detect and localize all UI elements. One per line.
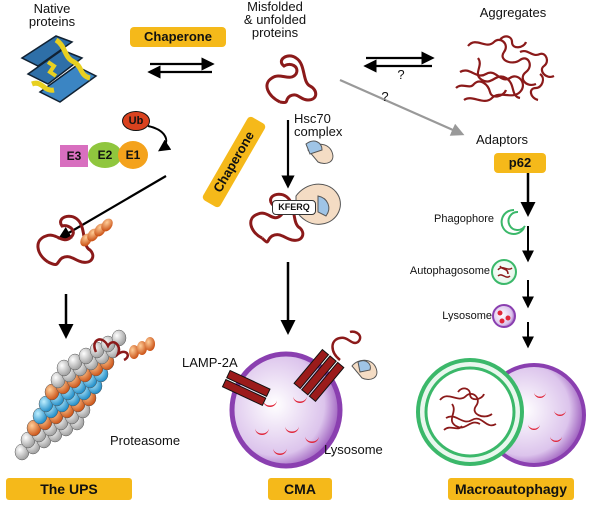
hsc70-icon — [305, 140, 334, 165]
proteasome-icon — [14, 329, 155, 461]
tag-kferq: KFERQ — [272, 200, 316, 215]
label-aggregates: Aggregates — [479, 5, 547, 20]
tag-p62: p62 — [494, 153, 546, 173]
footer-cma: CMA — [268, 478, 332, 500]
equilibrium-arrows-native — [147, 57, 215, 79]
footer-macroautophagy: Macroautophagy — [448, 478, 574, 500]
label-question-2: ? — [381, 89, 389, 104]
label-native-proteins: Native proteins — [28, 1, 76, 29]
ubiquitin-icon: Ub — [122, 111, 150, 131]
label-phagophore: Phagophore — [434, 213, 494, 225]
label-adaptors: Adaptors — [476, 132, 529, 147]
phagophore-icon — [500, 208, 526, 235]
tag-chaperone: Chaperone — [130, 27, 226, 47]
small-lysosome-icon — [492, 304, 516, 328]
enzyme-e1: E1 — [118, 141, 148, 169]
autophagosome-icon — [491, 259, 517, 285]
equilibrium-arrows-aggregates — [363, 51, 435, 73]
label-misfolded-proteins: Misfolded & unfolded proteins — [243, 0, 307, 40]
label-proteasome: Proteasome — [110, 433, 181, 448]
enzyme-e2: E2 — [88, 142, 122, 168]
label-lysosome-small: Lysosome — [442, 310, 492, 322]
label-question-1: ? — [397, 67, 405, 82]
enzyme-e3: E3 — [60, 145, 88, 167]
label-lysosome-cma: Lysosome — [324, 442, 383, 457]
autolysosome-icon — [416, 358, 586, 467]
ub-transfer-arrow — [147, 125, 172, 152]
misfolded-protein-icon — [265, 54, 318, 104]
footer-ups: The UPS — [6, 478, 132, 500]
ubiquitinated-protein-icon — [36, 214, 113, 266]
arrow-ubiquitination — [57, 175, 167, 240]
label-autophagosome: Autophagosome — [409, 265, 490, 277]
arrow-to-adaptors — [339, 78, 465, 136]
label-hsc70: Hsc70 complex — [294, 111, 343, 139]
native-protein-icon — [20, 35, 98, 103]
aggregates-icon — [455, 35, 555, 102]
cma-lysosome-icon — [221, 330, 378, 469]
label-lamp2a: LAMP-2A — [182, 355, 238, 370]
